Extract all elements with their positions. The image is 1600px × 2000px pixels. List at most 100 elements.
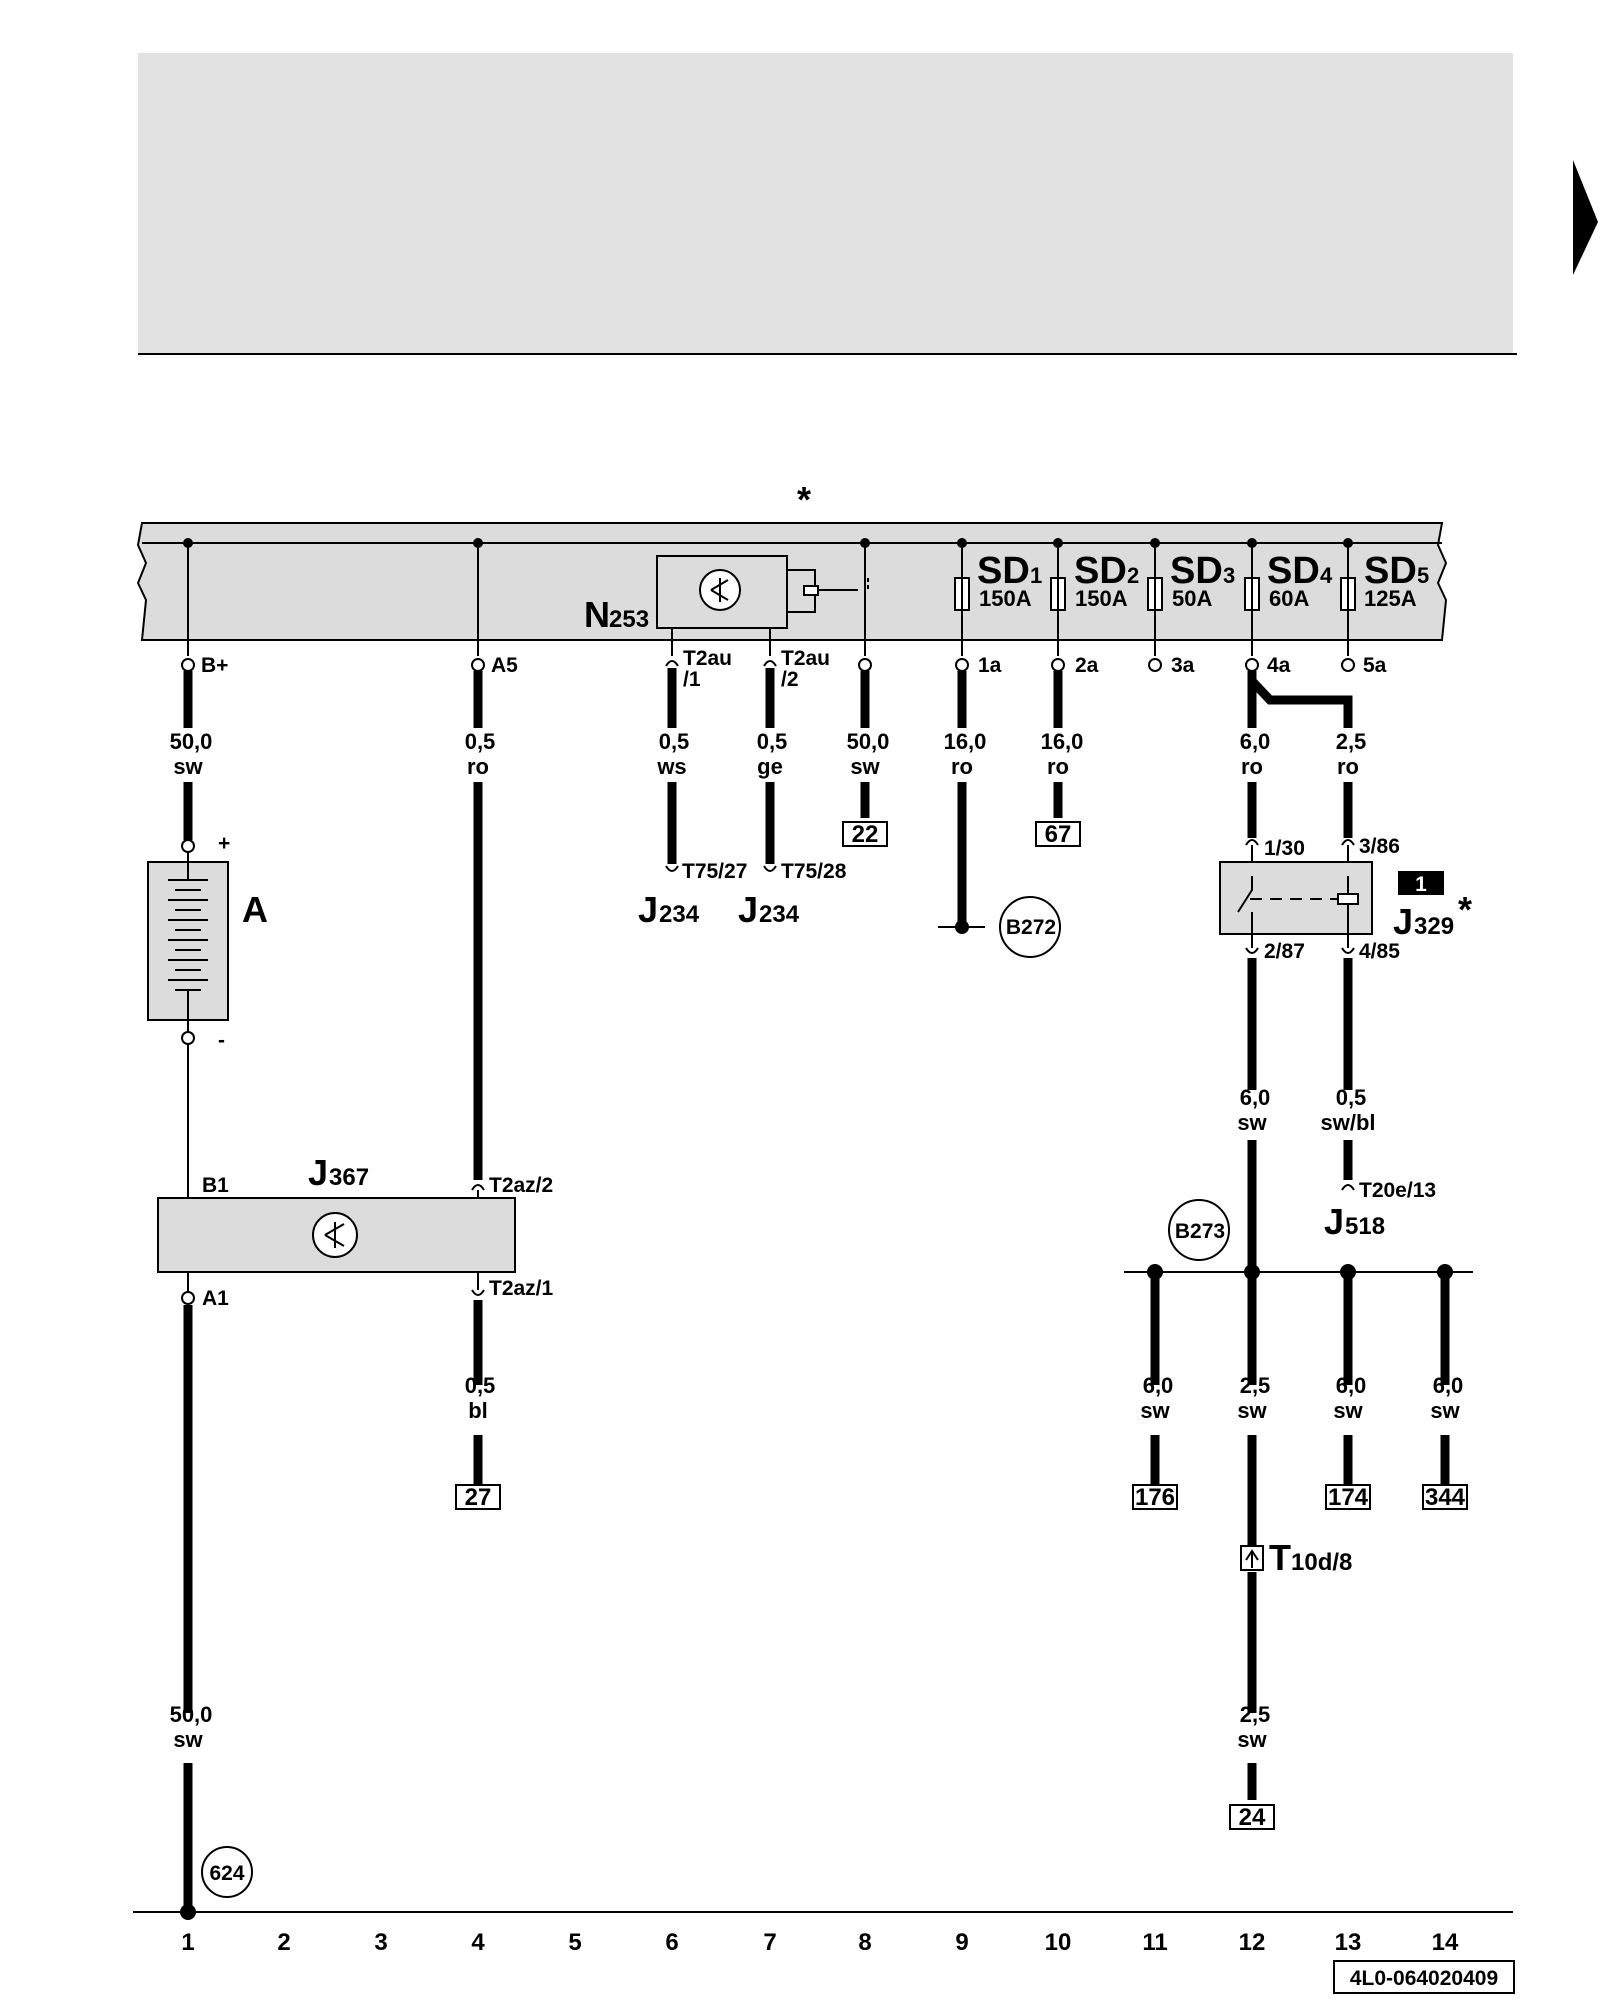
j329-2-87: 2/87: [1264, 940, 1305, 963]
w8-size: 50,0: [847, 729, 890, 754]
track-numbers: 1 2 3 4 5 6 7 8 9 10 11 12 13 14: [181, 1929, 1459, 1956]
j329-sub: 329: [1414, 913, 1454, 940]
term-bplus: B+: [201, 654, 228, 677]
j329-badge: 1: [1415, 873, 1427, 896]
track-10: 10: [1045, 1929, 1072, 1956]
track-5: 5: [568, 1929, 581, 1956]
t2az1-label: T2az/1: [489, 1277, 554, 1300]
term-5a: 5a: [1363, 654, 1387, 677]
ref-344[interactable]: 344: [1425, 1484, 1466, 1511]
w4-bot-size: 0,5: [465, 1373, 496, 1398]
w14-bot-size: 6,0: [1433, 1373, 1464, 1398]
fuse-symbols: [954, 577, 1356, 611]
battery-label: A: [242, 889, 268, 930]
term-t2au2b: /2: [781, 668, 799, 691]
fuse-5-index: 5: [1417, 563, 1429, 588]
battery-component: A + -: [147, 832, 268, 1198]
w1-top-color: sw: [173, 754, 203, 779]
j367-letter: J: [308, 1152, 328, 1193]
track-14: 14: [1432, 1929, 1459, 1956]
fuse-1-rating: 150A: [979, 586, 1032, 611]
plug-terminals: [665, 660, 777, 667]
ref-24[interactable]: 24: [1239, 1804, 1266, 1831]
fuse-1-index: 1: [1030, 563, 1042, 588]
fuse-4-rating: 60A: [1269, 586, 1309, 611]
term-t2au1b: /1: [683, 668, 701, 691]
j329-4-85: 4/85: [1359, 940, 1400, 963]
w12-low-size: 2,5: [1240, 1702, 1271, 1727]
ref-174[interactable]: 174: [1328, 1484, 1369, 1511]
j234-b-letter: J: [738, 889, 758, 930]
thick-wires: [183, 668, 1450, 1912]
strip-terminal-labels: B+ A5 T2au /1 T2au /2 1a 2a 3a 4a 5a: [201, 647, 1387, 691]
j234-a-letter: J: [638, 889, 658, 930]
w13-bot-size: 6,0: [1336, 1373, 1367, 1398]
t75-27-label: T75/27: [682, 860, 747, 883]
w8-color: sw: [850, 754, 880, 779]
w7-color: ge: [757, 754, 783, 779]
track-3: 3: [374, 1929, 387, 1956]
w13-bot-color: sw: [1333, 1398, 1363, 1423]
term-4a: 4a: [1267, 654, 1291, 677]
n253-sub: 253: [609, 606, 649, 633]
ref-22[interactable]: 22: [852, 821, 879, 848]
term-1a: 1a: [978, 654, 1002, 677]
track-9: 9: [955, 1929, 968, 1956]
track-11: 11: [1142, 1929, 1167, 1956]
w11-bot-size: 6,0: [1143, 1373, 1174, 1398]
track-13: 13: [1335, 1929, 1362, 1956]
fuse-4-name: SD: [1267, 550, 1320, 592]
strip-terminals: [181, 658, 1355, 672]
header-panel: [138, 53, 1513, 353]
fuse-2-name: SD: [1074, 550, 1127, 592]
battery-minus: -: [218, 1029, 225, 1052]
w13-top-color: ro: [1337, 754, 1359, 779]
ref-27[interactable]: 27: [465, 1484, 492, 1511]
w12-top-color: ro: [1241, 754, 1263, 779]
w12-mid-size: 6,0: [1240, 1085, 1271, 1110]
j329-3-86: 3/86: [1359, 835, 1400, 858]
fuse-3-index: 3: [1223, 563, 1235, 588]
w13-top-size: 2,5: [1336, 729, 1367, 754]
ref-67[interactable]: 67: [1045, 821, 1072, 848]
b273-label: B273: [1175, 1220, 1225, 1243]
j367-a1: A1: [202, 1287, 229, 1310]
w13-mid-color: sw/bl: [1320, 1110, 1375, 1135]
w12-top-size: 6,0: [1240, 729, 1271, 754]
w9-color: ro: [951, 754, 973, 779]
b272-label: B272: [1006, 916, 1056, 939]
fuse-3-rating: 50A: [1172, 586, 1212, 611]
w1-bot-size: 50,0: [170, 1702, 213, 1727]
j234-connectors: [665, 865, 777, 872]
fuse-2-index: 2: [1127, 563, 1139, 588]
j367-b1: B1: [202, 1174, 229, 1197]
battery-plus: +: [218, 832, 230, 855]
ref-176[interactable]: 176: [1135, 1484, 1175, 1511]
w1-top-size: 50,0: [170, 729, 213, 754]
w4-bot-color: bl: [468, 1398, 488, 1423]
strip-junctions: [183, 538, 1353, 548]
track-2: 2: [277, 1929, 290, 1956]
track-7: 7: [763, 1929, 776, 1956]
fuse-5-name: SD: [1364, 550, 1417, 592]
reference-labels: 22 67 27 176 174 344 24: [465, 821, 1466, 1831]
w12-bot-color: sw: [1237, 1398, 1267, 1423]
n253-component: N 253: [584, 555, 869, 656]
fuse-labels: SD 1 150A SD 2 150A SD 3 50A SD 4 60A SD…: [977, 550, 1429, 611]
w12-mid-color: sw: [1237, 1110, 1267, 1135]
j234-b-sub: 234: [759, 901, 800, 928]
next-page-arrow-icon[interactable]: [1573, 160, 1598, 275]
fuse-5-rating: 125A: [1364, 586, 1417, 611]
track-8: 8: [858, 1929, 871, 1956]
w14-bot-color: sw: [1430, 1398, 1460, 1423]
track-12: 12: [1239, 1929, 1266, 1956]
j234-a-sub: 234: [659, 901, 700, 928]
j518-letter: J: [1324, 1201, 1344, 1242]
w12-bot-size: 2,5: [1240, 1373, 1271, 1398]
wire-labels: 50,0 sw 0,5 ro 0,5 ws 0,5 ge 50,0 sw 16,…: [170, 729, 1464, 1752]
strip-lines: [187, 543, 1349, 656]
reference-boxes: [455, 821, 1468, 1830]
j329-relay: 1/30 3/86 2/87 4/85 1 J 329 *: [1219, 835, 1472, 963]
relay-panel-star: *: [797, 479, 811, 520]
